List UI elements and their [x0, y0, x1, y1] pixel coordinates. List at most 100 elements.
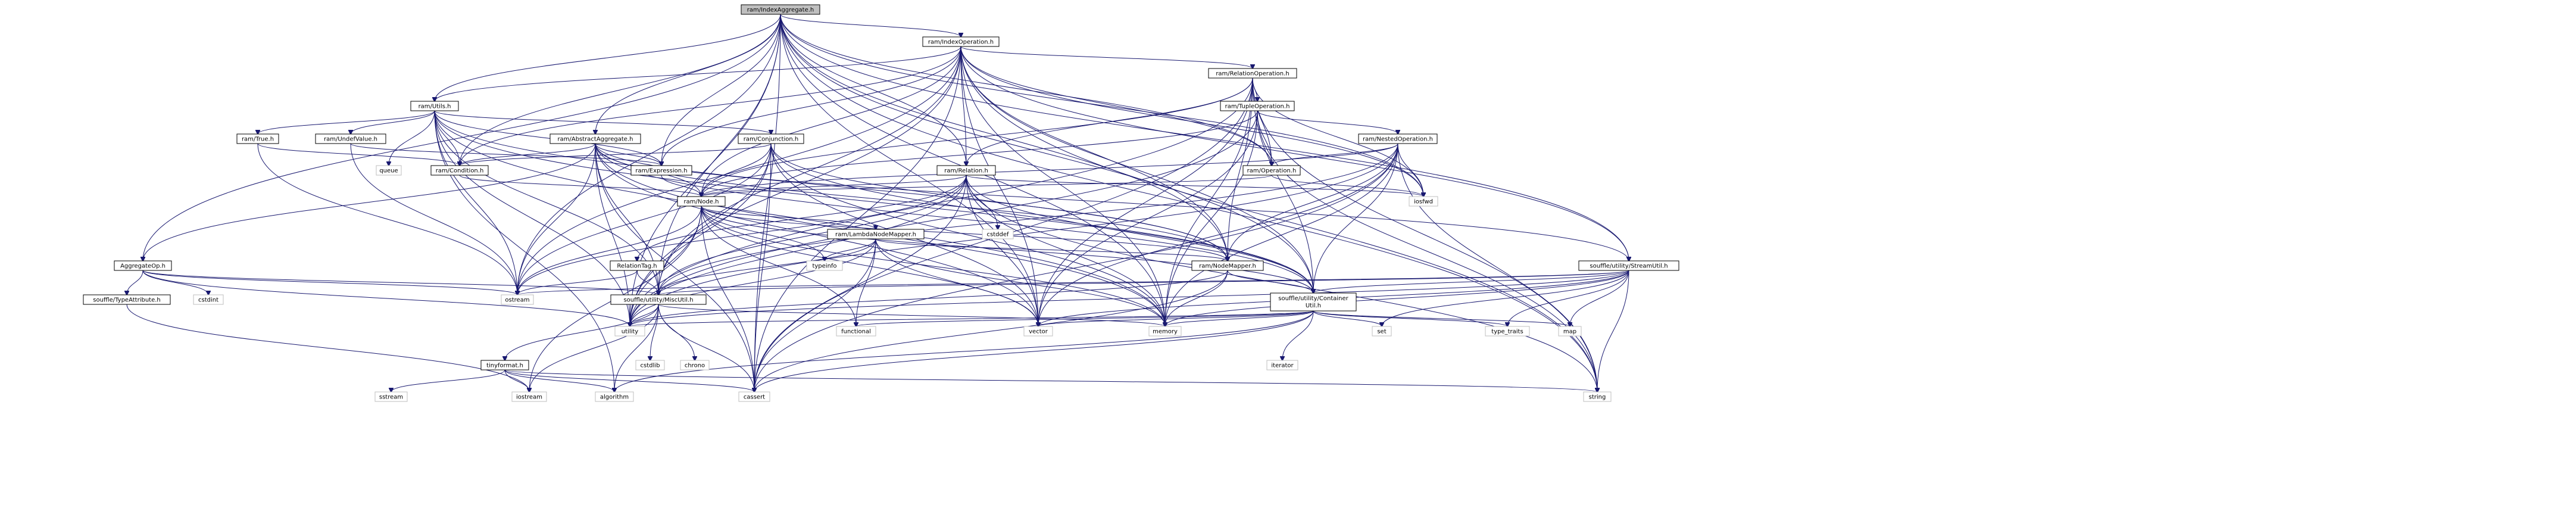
- node-label-nodemapper: ram/NodeMapper.h: [1199, 263, 1256, 270]
- node-nestedop[interactable]: ram/NestedOperation.h: [1358, 133, 1438, 144]
- edge-root-to-container: [780, 14, 1313, 293]
- node-true[interactable]: ram/True.h: [236, 133, 279, 144]
- node-box-ostream: [501, 294, 534, 305]
- edge-indexop-to-expression: [661, 46, 961, 166]
- edge-nestedop-to-node: [701, 143, 1398, 197]
- edge-tupleop-to-string: [1257, 110, 1597, 392]
- node-typeattr[interactable]: souffle/TypeAttribute.h: [83, 294, 171, 305]
- edge-tinyformat-to-algorithm: [504, 369, 614, 392]
- edge-indexop-to-nodemapper: [960, 46, 1228, 261]
- edge-misc-to-cassert: [658, 304, 754, 392]
- node-label-cstddef: cstddef: [987, 232, 1009, 238]
- edge-utils-to-ostream: [434, 110, 517, 295]
- edge-relation-to-misc: [658, 175, 967, 295]
- edge-root-to-string: [780, 14, 1597, 392]
- node-label-chrono: chrono: [685, 363, 705, 369]
- node-absagg[interactable]: ram/AbstractAggregate.h: [549, 133, 641, 144]
- edge-condition-to-node: [459, 175, 701, 197]
- node-label-map: map: [1563, 329, 1576, 335]
- edge-streamutil-to-ostream: [517, 270, 1629, 295]
- node-label-cstdint: cstdint: [198, 297, 218, 304]
- edge-root-to-iosfwd: [780, 14, 1423, 197]
- node-aggop[interactable]: AggregateOp.h: [114, 260, 172, 271]
- node-label-utility: utility: [622, 329, 639, 335]
- node-box-container: [1270, 292, 1357, 312]
- node-tupleop[interactable]: ram/TupleOperation.h: [1220, 101, 1295, 111]
- edge-conj-to-container: [770, 143, 1313, 293]
- edge-node-to-ostream: [517, 205, 702, 295]
- node-label-tinyformat: tinyformat.h: [486, 363, 523, 369]
- node-label-nestedop: ram/NestedOperation.h: [1363, 136, 1433, 143]
- node-utils[interactable]: ram/Utils.h: [410, 101, 459, 111]
- nodes-layer: ram/IndexAggregate.h ram/IndexOperation.h…: [83, 4, 1679, 402]
- edge-root-to-expression: [661, 14, 781, 166]
- node-utility: utility: [614, 326, 645, 337]
- edge-conj-to-ostream: [517, 143, 772, 295]
- edge-utils-to-expression: [434, 110, 661, 166]
- edge-conj-to-utility: [630, 143, 772, 326]
- edge-tinyformat-to-iostream: [504, 369, 529, 392]
- node-conj[interactable]: ram/Conjunction.h: [738, 133, 804, 144]
- node-label-condition: ram/Condition.h: [436, 168, 484, 175]
- node-box-cstddef: [982, 229, 1014, 239]
- node-box-map: [1558, 326, 1582, 337]
- node-relop[interactable]: ram/RelationOperation.h: [1208, 68, 1297, 79]
- edge-streamutil-to-container: [1313, 270, 1629, 293]
- node-tinyformat[interactable]: tinyformat.h: [480, 360, 529, 370]
- edge-nestedop-to-iosfwd: [1397, 143, 1423, 197]
- node-label-iterator: iterator: [1271, 363, 1294, 369]
- node-typetraits: type_traits: [1485, 326, 1530, 337]
- node-box-indexop: [922, 36, 1000, 47]
- edge-lambda-to-vector: [875, 238, 1038, 326]
- node-lambda[interactable]: ram/LambdaNodeMapper.h: [827, 229, 925, 239]
- node-box-nodemapper: [1191, 260, 1264, 271]
- edge-tupleop-to-memory: [1165, 110, 1258, 326]
- node-label-typetraits: type_traits: [1491, 329, 1523, 335]
- node-reltag[interactable]: RelationTag.h: [610, 260, 664, 271]
- edge-indexop-to-relation: [960, 46, 966, 166]
- edge-streamutil-to-map: [1570, 270, 1629, 326]
- node-misc[interactable]: souffle/utility/MiscUtil.h: [610, 294, 707, 305]
- edge-tupleop-to-utility: [630, 110, 1258, 326]
- node-condition[interactable]: ram/Condition.h: [430, 165, 489, 176]
- node-label-iosfwd: iosfwd: [1414, 199, 1433, 205]
- edge-utils-to-queue: [389, 110, 435, 166]
- node-box-cstdlib: [635, 360, 665, 370]
- node-label-utils: ram/Utils.h: [419, 104, 451, 110]
- edge-relop-to-memory: [1165, 77, 1253, 326]
- node-operation[interactable]: ram/Operation.h: [1242, 165, 1301, 176]
- node-relation[interactable]: ram/Relation.h: [936, 165, 996, 176]
- edge-node-to-nodemapper: [701, 205, 1228, 261]
- edge-container-to-vector: [1038, 310, 1314, 326]
- edge-nestedop-to-container: [1313, 143, 1398, 293]
- node-nodemapper[interactable]: ram/NodeMapper.h: [1191, 260, 1264, 271]
- node-algorithm: algorithm: [595, 391, 634, 402]
- node-label-memory: memory: [1153, 329, 1178, 335]
- node-label-relation: ram/Relation.h: [944, 168, 988, 175]
- node-label-indexop: ram/IndexOperation.h: [928, 39, 994, 46]
- node-expression[interactable]: ram/Expression.h: [630, 165, 692, 176]
- node-indexop[interactable]: ram/IndexOperation.h: [922, 36, 1000, 47]
- edge-indexop-to-memory: [960, 46, 1165, 326]
- node-box-undef: [315, 133, 386, 144]
- node-node[interactable]: ram/Node.h: [677, 196, 726, 207]
- edge-misc-to-tinyformat: [505, 304, 659, 360]
- edge-indexop-to-vector: [960, 46, 1038, 326]
- node-box-cassert: [738, 391, 770, 402]
- edge-root-to-indexop: [780, 14, 961, 37]
- edge-relop-to-node: [701, 77, 1253, 197]
- edge-conj-to-cassert: [754, 143, 772, 392]
- edge-lambda-to-misc: [658, 238, 876, 295]
- node-root[interactable]: ram/IndexAggregate.h: [741, 4, 820, 15]
- edge-conj-to-nodemapper: [770, 143, 1228, 261]
- edge-nestedop-to-utility: [630, 143, 1398, 326]
- edge-node-to-memory: [701, 205, 1165, 326]
- edge-node-to-typeinfo: [701, 205, 825, 261]
- node-streamutil[interactable]: souffle/utility/StreamUtil.h: [1578, 260, 1679, 271]
- edge-true-to-ostream: [257, 143, 517, 295]
- node-undef[interactable]: ram/UndefValue.h: [315, 133, 386, 144]
- node-box-memory: [1148, 326, 1182, 337]
- node-label-queue: queue: [379, 168, 398, 175]
- node-label-node: ram/Node.h: [684, 199, 719, 205]
